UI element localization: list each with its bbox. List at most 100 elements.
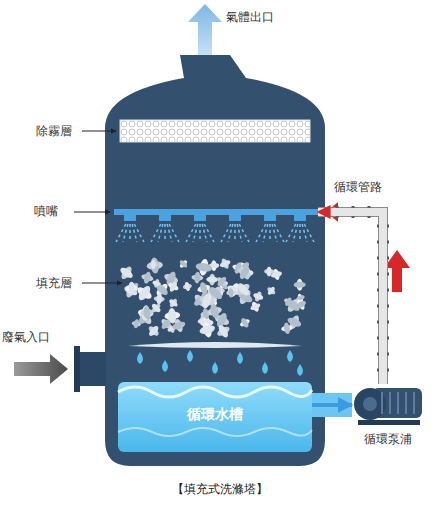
packing-piece — [167, 296, 180, 309]
circulation-pipe — [318, 212, 383, 384]
water-drop — [262, 362, 268, 374]
packing-piece — [170, 317, 187, 334]
spray-line — [134, 224, 144, 242]
spray-line — [239, 224, 249, 242]
node-label: 噴嘴 — [34, 204, 74, 218]
spray-line — [286, 224, 296, 242]
node-label: 循環水槽 — [118, 406, 312, 423]
spray-line — [299, 224, 301, 242]
pump-symbol — [352, 384, 424, 426]
pipe-joint — [377, 273, 389, 276]
packing-piece — [117, 263, 137, 283]
spray-line — [164, 224, 166, 242]
packing-piece — [265, 284, 278, 297]
water-tank — [118, 382, 312, 452]
spray-line — [129, 224, 131, 242]
packing-piece — [146, 257, 164, 275]
part-label: 氣體出口 — [226, 10, 274, 24]
pipe-joint — [377, 289, 389, 292]
pipe-joint — [377, 369, 389, 372]
pipe-joint — [336, 206, 339, 218]
packing-piece — [197, 291, 217, 311]
spray-line — [193, 224, 198, 242]
spray-line — [221, 224, 231, 242]
spray-line — [293, 224, 298, 242]
pipe-joint — [377, 257, 389, 260]
spray-line — [228, 224, 233, 242]
demister-layer — [120, 120, 310, 142]
pipe-joint — [377, 305, 389, 308]
packing-piece — [153, 293, 165, 305]
packing-piece — [149, 260, 159, 270]
packing-piece — [206, 273, 218, 285]
packing-piece — [182, 281, 193, 292]
part-label: 廢氣入口 — [2, 330, 50, 344]
inlet-arrow — [14, 354, 68, 384]
packing-piece — [166, 279, 181, 294]
spray-line — [202, 224, 207, 242]
water-drop — [137, 352, 143, 364]
spray-line — [167, 224, 172, 242]
spray-line — [132, 224, 137, 242]
pipe-joint — [352, 206, 355, 218]
packing-piece — [152, 280, 172, 300]
spray-line — [204, 224, 214, 242]
pipe-label: 循環管路 — [334, 180, 382, 194]
nozzle — [229, 215, 241, 221]
packing-piece — [251, 290, 265, 304]
spray-line — [186, 224, 196, 242]
packing-piece — [140, 270, 155, 285]
packing-piece — [137, 305, 154, 322]
spray-line — [274, 224, 284, 242]
water-drop — [187, 350, 193, 362]
pipe-joint — [377, 225, 389, 228]
water-drop — [212, 362, 218, 374]
water-drop — [287, 350, 293, 362]
spray-line — [302, 224, 307, 242]
pipe-joint — [377, 241, 389, 244]
pipe-joint — [368, 206, 371, 218]
packing-piece — [177, 258, 190, 271]
leader-line — [82, 131, 116, 132]
pipe-joint — [377, 353, 389, 356]
leader-line — [82, 283, 122, 284]
spray-line — [256, 224, 266, 242]
spray-line — [169, 224, 179, 242]
spray-line — [123, 224, 128, 242]
spray-header — [114, 209, 318, 215]
nozzle — [294, 215, 306, 221]
water-pipe — [312, 403, 352, 407]
flow-arrow — [326, 202, 356, 222]
packing-piece — [233, 279, 254, 300]
water-wave — [118, 387, 312, 397]
nozzle — [124, 215, 136, 221]
packing-piece — [280, 322, 293, 335]
packing-piece — [238, 316, 252, 330]
pipe-joint — [377, 337, 389, 340]
part-label: 除霧層 — [36, 124, 72, 138]
nozzle — [264, 215, 276, 221]
packing-piece — [214, 322, 233, 341]
packing-piece — [140, 305, 155, 320]
pipe-joint — [377, 321, 389, 324]
spray-line — [116, 224, 126, 242]
support-plate — [128, 342, 302, 348]
spray-line — [237, 224, 242, 242]
outlet-arrow — [188, 4, 222, 62]
node-label: 循環泵浦 — [342, 432, 434, 446]
inlet-pipe — [78, 352, 106, 386]
packing-piece — [191, 271, 204, 284]
spray-line — [199, 224, 201, 242]
spray-line — [158, 224, 163, 242]
packing-piece — [294, 279, 306, 291]
packing-piece — [270, 268, 284, 282]
packing-piece — [226, 288, 235, 297]
water-wave — [118, 428, 312, 436]
spray-line — [304, 224, 314, 242]
inlet-flange — [74, 346, 80, 392]
packing-piece — [198, 320, 217, 339]
tower-body — [105, 55, 325, 466]
packing-piece — [218, 256, 233, 271]
part-label: 填充層 — [36, 276, 72, 290]
pump-box: 循環泵浦 — [352, 384, 424, 426]
